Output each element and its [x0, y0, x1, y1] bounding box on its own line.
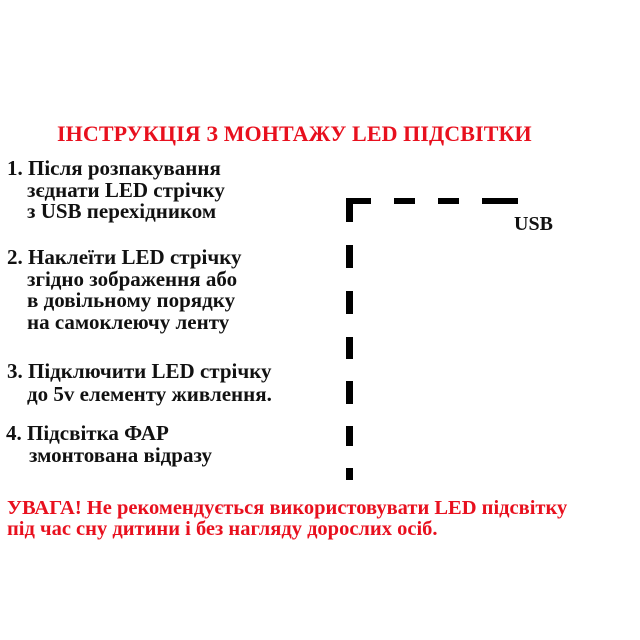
led-strip-dash-v	[346, 468, 353, 480]
warning-line-2: під час сну дитини і без нагляду доросли…	[7, 517, 438, 540]
step-4-line-2: змонтована відразу	[29, 442, 212, 467]
usb-connector-label: USB	[514, 213, 553, 235]
led-strip-dash-v	[346, 337, 353, 359]
instruction-title: ІНСТРУКЦІЯ З МОНТАЖУ LED ПІДСВІТКИ	[57, 121, 532, 146]
led-strip-dash-v	[346, 291, 353, 314]
led-strip-dash-v	[346, 381, 353, 404]
led-strip-corner	[346, 198, 371, 204]
led-strip-dash-v	[346, 245, 353, 268]
step-1-line-3: з USB перехідником	[27, 199, 217, 223]
step-2-line-3: в довільному порядку	[27, 288, 236, 312]
step-2-line-1: 2. Наклеїти LED стрічку	[7, 245, 242, 269]
step-3: 3. Підключити LED стрічку до 5v елементу…	[7, 359, 272, 406]
led-strip-corner-vertical	[346, 198, 353, 222]
step-3-line-2: до 5v елементу живлення.	[27, 382, 272, 406]
warning-line-1: УВАГА! Не рекомендується використовувати…	[7, 497, 568, 519]
led-strip-dash-v	[346, 426, 353, 446]
step-1-line-1: 1. Після розпакування	[7, 156, 221, 180]
warning-notice: УВАГА! Не рекомендується використовувати…	[7, 498, 567, 539]
step-1: 1. Після розпакування зєднати LED стрічк…	[7, 156, 225, 223]
step-2-line-4: на самоклеючу ленту	[27, 309, 230, 334]
step-2: 2. Наклеїти LED стрічку згідно зображенн…	[7, 245, 242, 334]
step-4: 4. Підсвітка ФАР змонтована відразу	[6, 421, 212, 467]
led-strip-dash-h	[394, 198, 415, 204]
step-4-line-1: 4. Підсвітка ФАР	[6, 421, 169, 445]
led-strip-dash-h	[438, 198, 459, 204]
step-1-line-2: зєднати LED стрічку	[27, 177, 225, 202]
step-2-line-2: згідно зображення або	[27, 266, 238, 291]
step-3-line-1: 3. Підключити LED стрічку	[7, 359, 272, 383]
led-strip-dash-h	[482, 198, 518, 204]
